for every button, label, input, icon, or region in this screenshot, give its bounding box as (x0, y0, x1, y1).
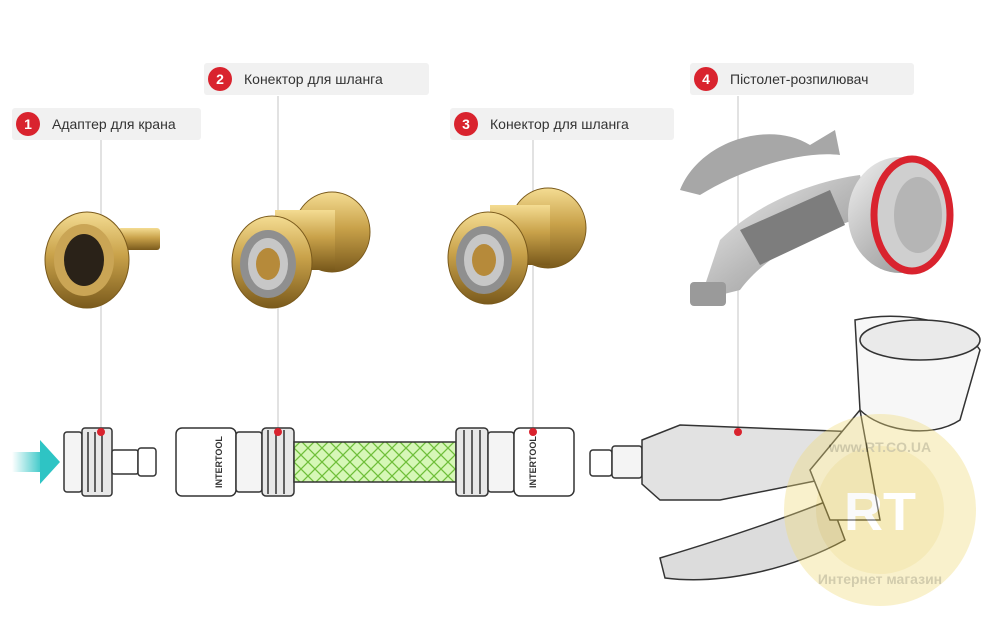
water-flow-arrow-icon (12, 440, 60, 484)
schematic-spray-gun (589, 315, 981, 581)
schematic-hose (293, 441, 457, 483)
number-badge: 4 (694, 67, 718, 91)
leader-lines (100, 96, 739, 432)
watermark: RT www.RT.CO.UA Интернет магазин (784, 414, 976, 606)
number-badge: 2 (208, 67, 232, 91)
brand-mark-connector-3: INTERTOOL (528, 436, 538, 488)
watermark-logo: RT (844, 482, 916, 542)
label-tap-adapter: 1 Адаптер для крана (12, 108, 201, 140)
label-spray-gun: 4 Пістолет-розпилювач (690, 63, 914, 95)
number-badge: 3 (454, 112, 478, 136)
tap-adapter-photo (44, 211, 160, 309)
label-hose-connector-1: 2 Конектор для шланга (204, 63, 429, 95)
label-hose-connector-2: 3 Конектор для шланга (450, 108, 674, 140)
marker-2 (274, 428, 282, 436)
label-text: Адаптер для крана (52, 116, 176, 132)
label-text: Пістолет-розпилювач (730, 71, 869, 87)
schematic-connector-3 (455, 427, 575, 497)
marker-3 (529, 428, 537, 436)
assembly-schematic (63, 315, 981, 581)
brand-mark-connector-2: INTERTOOL (214, 436, 224, 488)
number-badge: 1 (16, 112, 40, 136)
schematic-tap-adapter (63, 427, 157, 497)
hose-connector-photo-2 (447, 187, 587, 305)
marker-1 (97, 428, 105, 436)
watermark-shop: Интернет магазин (818, 571, 942, 587)
label-text: Конектор для шланга (244, 71, 383, 87)
spray-gun-photo (680, 130, 954, 306)
marker-4 (734, 428, 742, 436)
watermark-url: www.RT.CO.UA (828, 439, 931, 455)
schematic-connector-2 (175, 427, 295, 497)
red-markers (97, 428, 742, 436)
label-text: Конектор для шланга (490, 116, 629, 132)
hose-connector-photo-1 (231, 191, 371, 309)
